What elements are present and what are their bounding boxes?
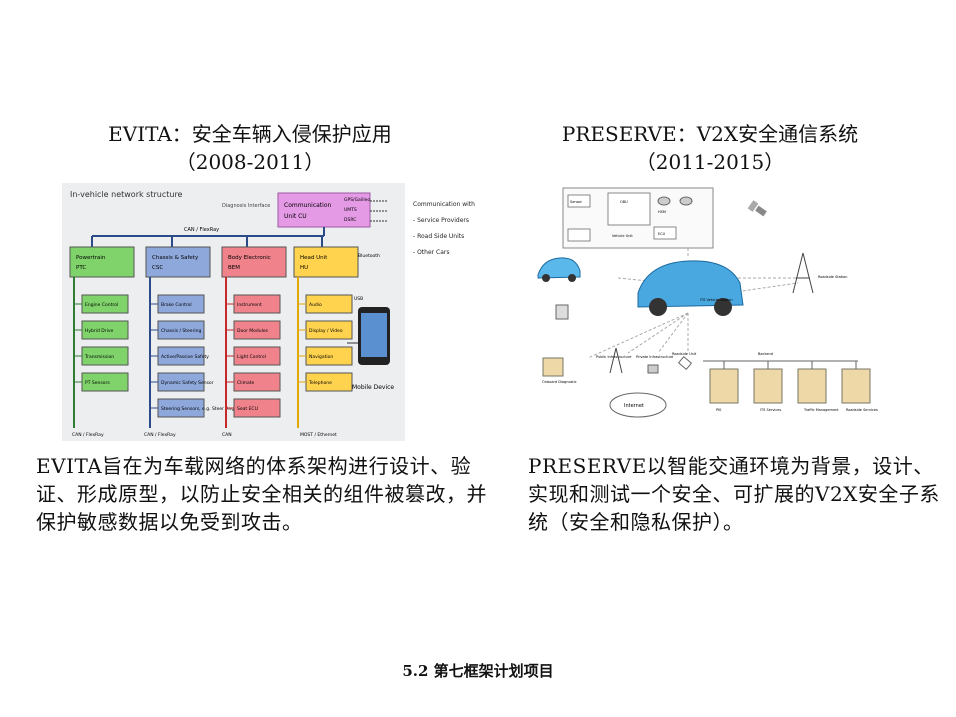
- ecu-label-1-3: Dynamic Safety Sensor: [161, 380, 214, 386]
- bus-bottom-label-4: MOST / Ethernet: [300, 432, 337, 438]
- domain-label-1-0: Chassis & Safety: [152, 255, 199, 261]
- comm-unit-label-2: Unit CU: [284, 213, 307, 220]
- usb-label: USB: [354, 296, 363, 302]
- domain-label-3-1: HU: [300, 265, 308, 271]
- internet-cloud: [609, 392, 667, 418]
- evita-network-diagram: In-vehicle network structure Diagnosis I…: [62, 183, 405, 441]
- comm-link-gps: GPS/Galileo: [344, 197, 370, 203]
- ecu-label-1-4: Steering Sensors, e.g. Steer Angle: [161, 406, 238, 412]
- domain-label-2-1: BEM: [228, 265, 240, 271]
- ecu-label-3-3: Telephone: [308, 380, 332, 386]
- its-vehicle-icon: [637, 260, 744, 308]
- preserve-heading: PRESERVE：V2X安全通信系统 （2011-2015）: [500, 120, 920, 176]
- comm-link-dsrc: DSRC: [344, 217, 356, 223]
- server-label-its: ITS Services: [760, 408, 781, 412]
- vehicle-box-sensor: Sensor: [570, 200, 583, 204]
- domain-label-0-1: PTC: [76, 265, 86, 271]
- backend-label: Backend: [758, 352, 773, 356]
- bluetooth-label: Bluetooth: [358, 253, 380, 259]
- ecu-label-0-0: Engine Control: [85, 302, 118, 308]
- evita-description: EVITA旨在为车载网络的体系架构进行设计、验证、形成原型，以防止安全相关的组件…: [36, 454, 487, 534]
- diagnosis-interface-label: Diagnosis Interface: [222, 203, 270, 209]
- backend-server-icon-2: [797, 368, 827, 404]
- public-infra-label: Public Infrastructure: [596, 355, 631, 359]
- ecu-label-2-2: Light Control: [237, 354, 266, 360]
- satellite-icon: [747, 200, 767, 217]
- ecu-label-1-2: Active/Passive Safety: [161, 354, 209, 360]
- private-infra-label: Private Infrastructure: [636, 355, 673, 359]
- vehicle-box-obu: OBU: [620, 200, 628, 204]
- evita-heading-title: EVITA：安全车辆入侵保护应用: [108, 122, 392, 146]
- comm-with-0: Communication with: [413, 201, 475, 208]
- domain-label-1-1: CSC: [152, 265, 163, 271]
- ecu-label-3-2: Navigation: [309, 354, 333, 360]
- evita-diagram-title: In-vehicle network structure: [70, 190, 183, 199]
- ecu-label-2-1: Door Modules: [237, 328, 269, 334]
- ecu-label-2-0: Instrument: [237, 302, 262, 308]
- domain-controller-0: [69, 246, 135, 278]
- vehicle-box-ecu: ECU: [658, 232, 666, 236]
- vehicle-box-unit: Vehicle Unit: [612, 234, 633, 238]
- preserve-heading-years: （2011-2015）: [635, 150, 785, 174]
- comm-with-list: Communication with - Service Providers -…: [413, 197, 475, 261]
- evita-heading: EVITA：安全车辆入侵保护应用 （2008-2011）: [40, 120, 460, 176]
- backend-server-icon-3: [841, 368, 871, 404]
- comm-link-umts: UMTS: [344, 207, 357, 213]
- preserve-description: PRESERVE以智能交通环境为背景，设计、实现和测试一个安全、可扩展的V2X安…: [528, 454, 940, 534]
- domain-controller-1: [145, 246, 211, 278]
- ecu-label-0-1: Hybrid Drive: [85, 328, 114, 334]
- ecu-label-3-1: Display / Video: [309, 328, 343, 334]
- server-label-roadside: Roadside Services: [846, 408, 878, 412]
- ecu-label-1-1: Chassis / Steering: [161, 328, 202, 334]
- preserve-heading-title: PRESERVE：V2X安全通信系统: [561, 122, 859, 146]
- bus-top-label: CAN / FlexRay: [184, 227, 219, 233]
- ecu-label-1-0: Brake Control: [161, 302, 192, 308]
- onboard-diagnostic-label: Onboard Diagnostic: [542, 380, 577, 384]
- public-tower-icon: [609, 347, 623, 374]
- backend-server-icon-0: [709, 368, 739, 404]
- domain-label-2-0: Body Electronic: [228, 255, 271, 261]
- roadside-station-label: Roadside Station: [818, 275, 848, 279]
- domain-controller-2: [221, 246, 287, 278]
- comm-with-2: - Road Side Units: [413, 233, 465, 240]
- ecu-label-2-3: Climate: [237, 380, 255, 386]
- ecu-label-0-3: PT Sensors: [85, 380, 110, 386]
- internet-label: Internet: [624, 403, 644, 409]
- comm-with-3: - Other Cars: [413, 249, 450, 256]
- mobile-device-label: Mobile Device: [352, 384, 394, 391]
- bus-bottom-label-3: CAN: [222, 432, 232, 438]
- domain-label-0-0: Powertrain: [76, 255, 106, 261]
- antenna-tower-icon: [792, 252, 814, 294]
- comm-unit-label-1: Communication: [284, 202, 331, 209]
- roadside-unit-label: Roadside Unit: [672, 352, 697, 356]
- server-label-pki: PKI: [716, 408, 721, 412]
- page-footer: 5.2 第七框架计划项目: [402, 662, 554, 680]
- bus-bottom-label-2: CAN / FlexRay: [144, 432, 176, 438]
- bus-bottom-label-1: CAN / FlexRay: [72, 432, 104, 438]
- backend-server-icon-1: [753, 368, 783, 404]
- its-vehicle-label: ITS Vehicle Station: [700, 298, 733, 302]
- preserve-v2x-diagram: Sensor OBU HSM Vehicle Unit ECU ITS Vehi…: [528, 183, 898, 423]
- onboard-diagnostic-icon: [542, 357, 564, 377]
- domain-controller-3: [293, 246, 359, 278]
- ecu-label-3-0: Audio: [309, 302, 322, 308]
- domain-label-3-0: Head Unit: [300, 255, 328, 261]
- small-car-icon: [537, 257, 581, 279]
- comm-with-1: - Service Providers: [413, 217, 469, 224]
- ecu-label-0-2: Transmission: [84, 354, 114, 360]
- evita-heading-years: （2008-2011）: [175, 150, 325, 174]
- server-label-traffic: Traffic Management: [803, 408, 839, 412]
- communication-unit: [277, 192, 371, 228]
- ecu-label-2-4: Seat ECU: [237, 406, 258, 412]
- vehicle-box-hsm: HSM: [658, 210, 666, 214]
